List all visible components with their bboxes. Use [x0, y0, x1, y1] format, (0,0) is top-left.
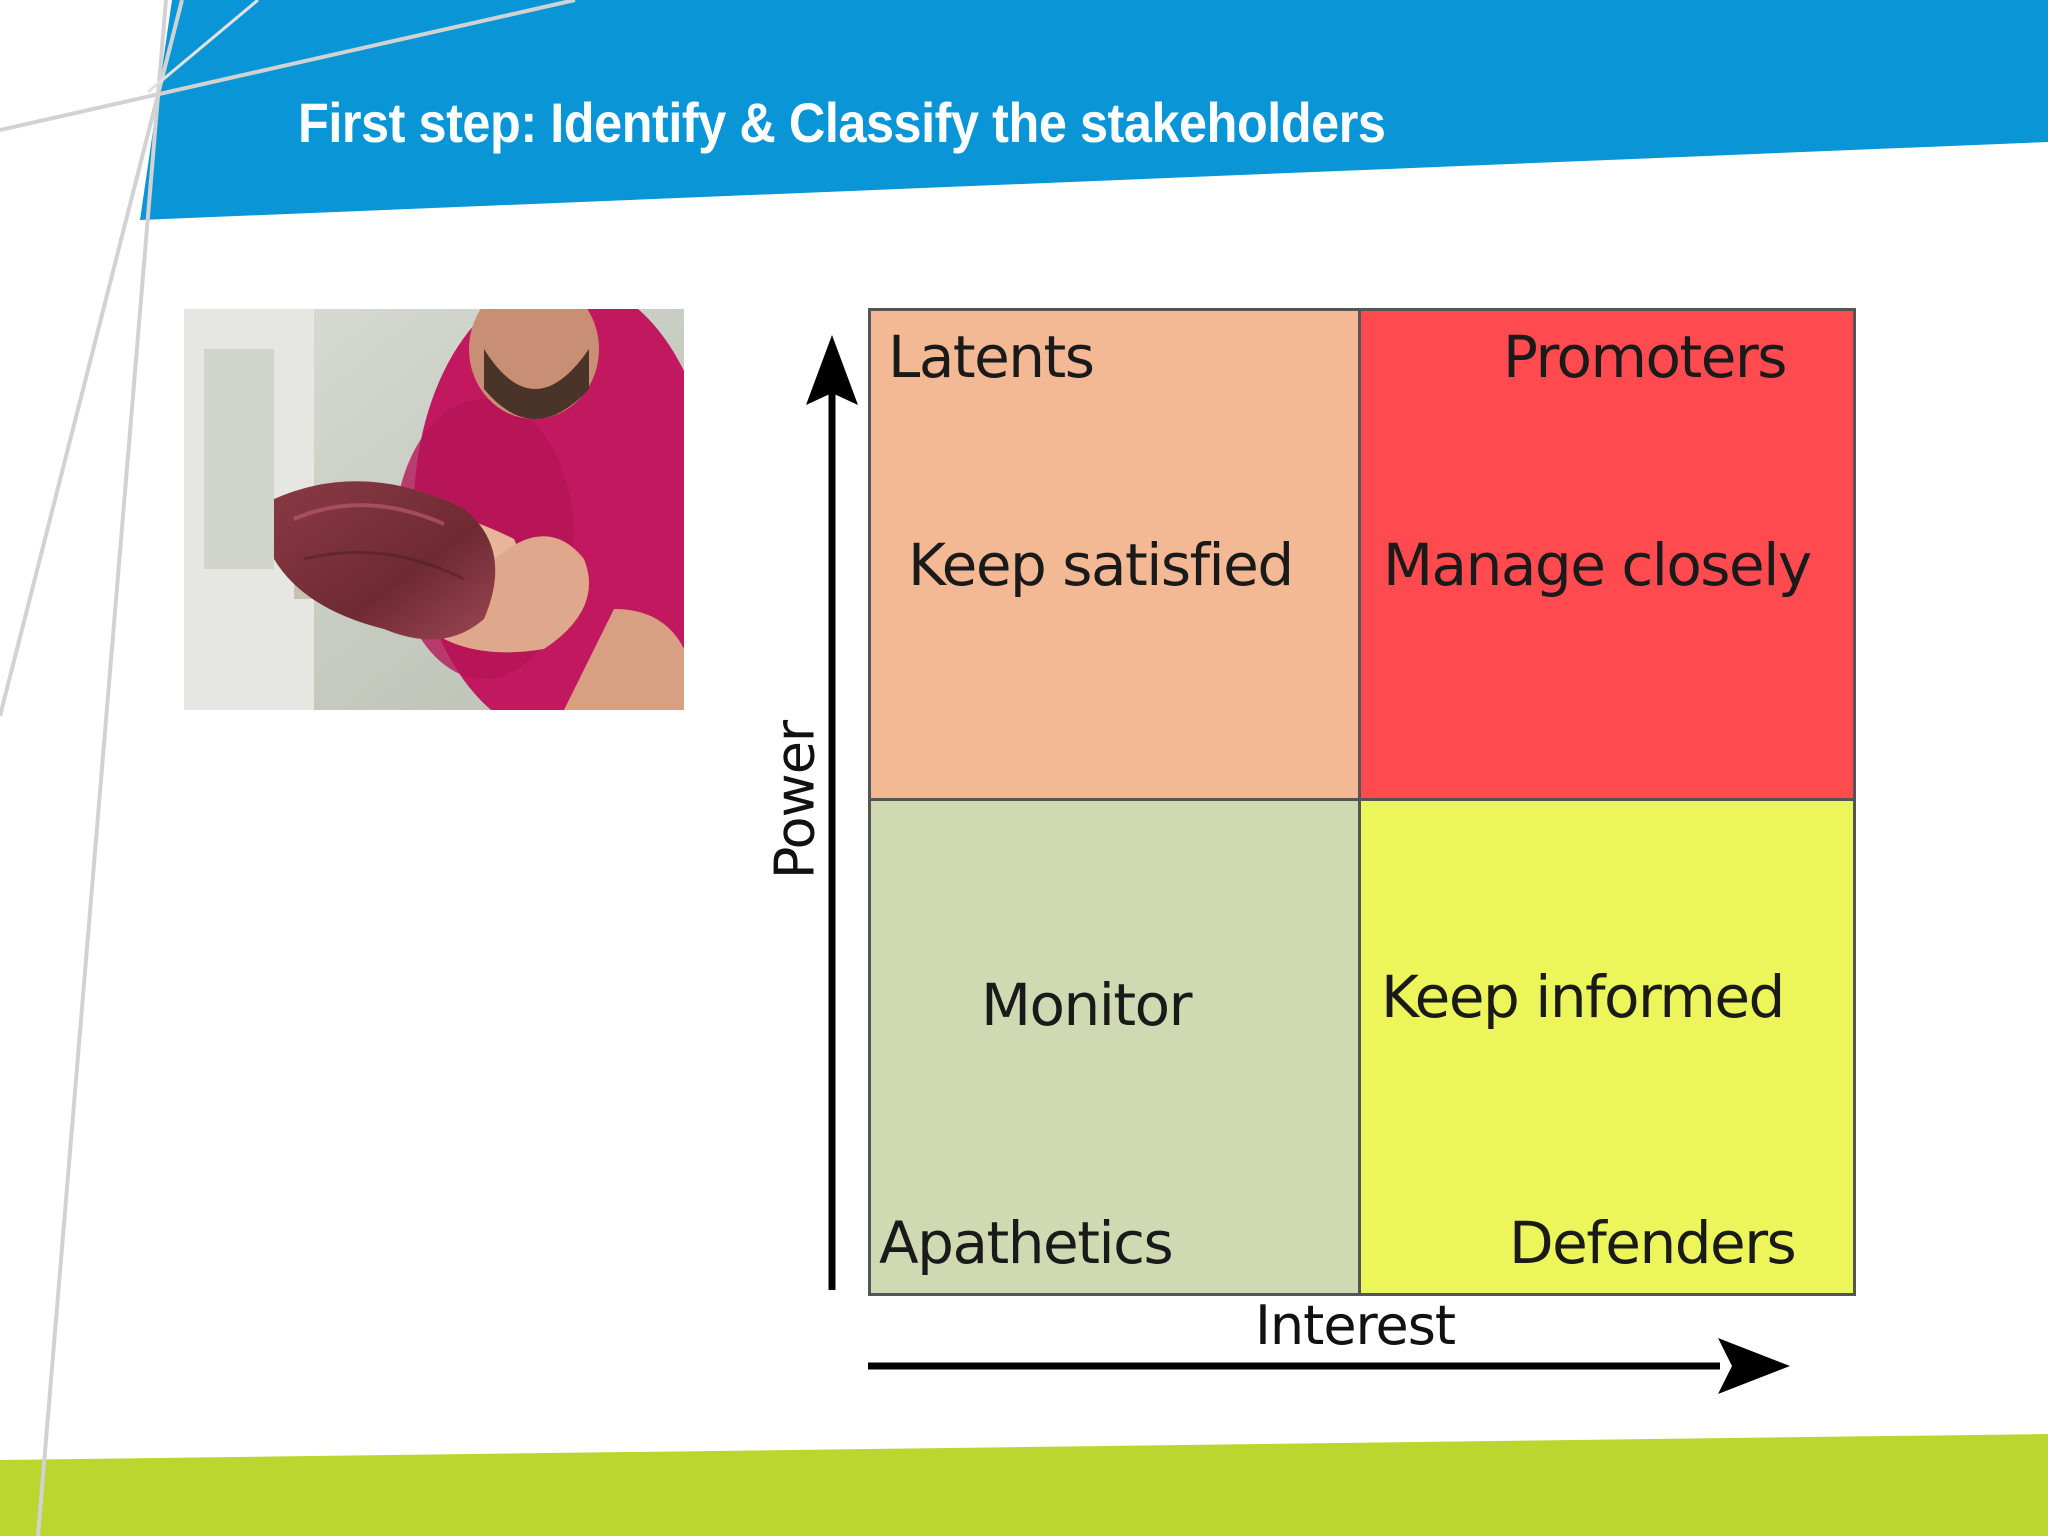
group-label-promoters: Promoters: [1503, 323, 1788, 391]
quadrant-promoters: Promoters Manage closely: [1361, 311, 1853, 801]
header-band: [140, 0, 2048, 220]
quadrant-defenders: Keep informed Defenders: [1361, 801, 1853, 1293]
decor-line: [0, 0, 184, 717]
decor-line: [36, 0, 168, 1536]
action-label-keep-informed: Keep informed: [1381, 963, 1785, 1031]
power-axis-label: Power: [763, 720, 827, 880]
action-label-keep-satisfied: Keep satisfied: [908, 531, 1294, 599]
action-label-manage-closely: Manage closely: [1383, 531, 1812, 599]
group-label-defenders: Defenders: [1509, 1209, 1797, 1277]
decor-line: [0, 0, 576, 132]
interest-axis-label: Interest: [1255, 1294, 1456, 1357]
quadrant-apathetics: Monitor Apathetics: [871, 801, 1361, 1293]
footer-band: [0, 1434, 2048, 1536]
quadrant-latents: Latents Keep satisfied: [871, 311, 1361, 801]
power-interest-matrix: Latents Keep satisfied Promoters Manage …: [868, 308, 1856, 1296]
slide-title: First step: Identify & Classify the stak…: [298, 91, 1386, 154]
steak-photo: [184, 309, 684, 710]
decor-line: [147, 0, 259, 94]
group-label-latents: Latents: [888, 323, 1095, 391]
action-label-monitor: Monitor: [981, 971, 1192, 1039]
group-label-apathetics: Apathetics: [879, 1209, 1174, 1277]
